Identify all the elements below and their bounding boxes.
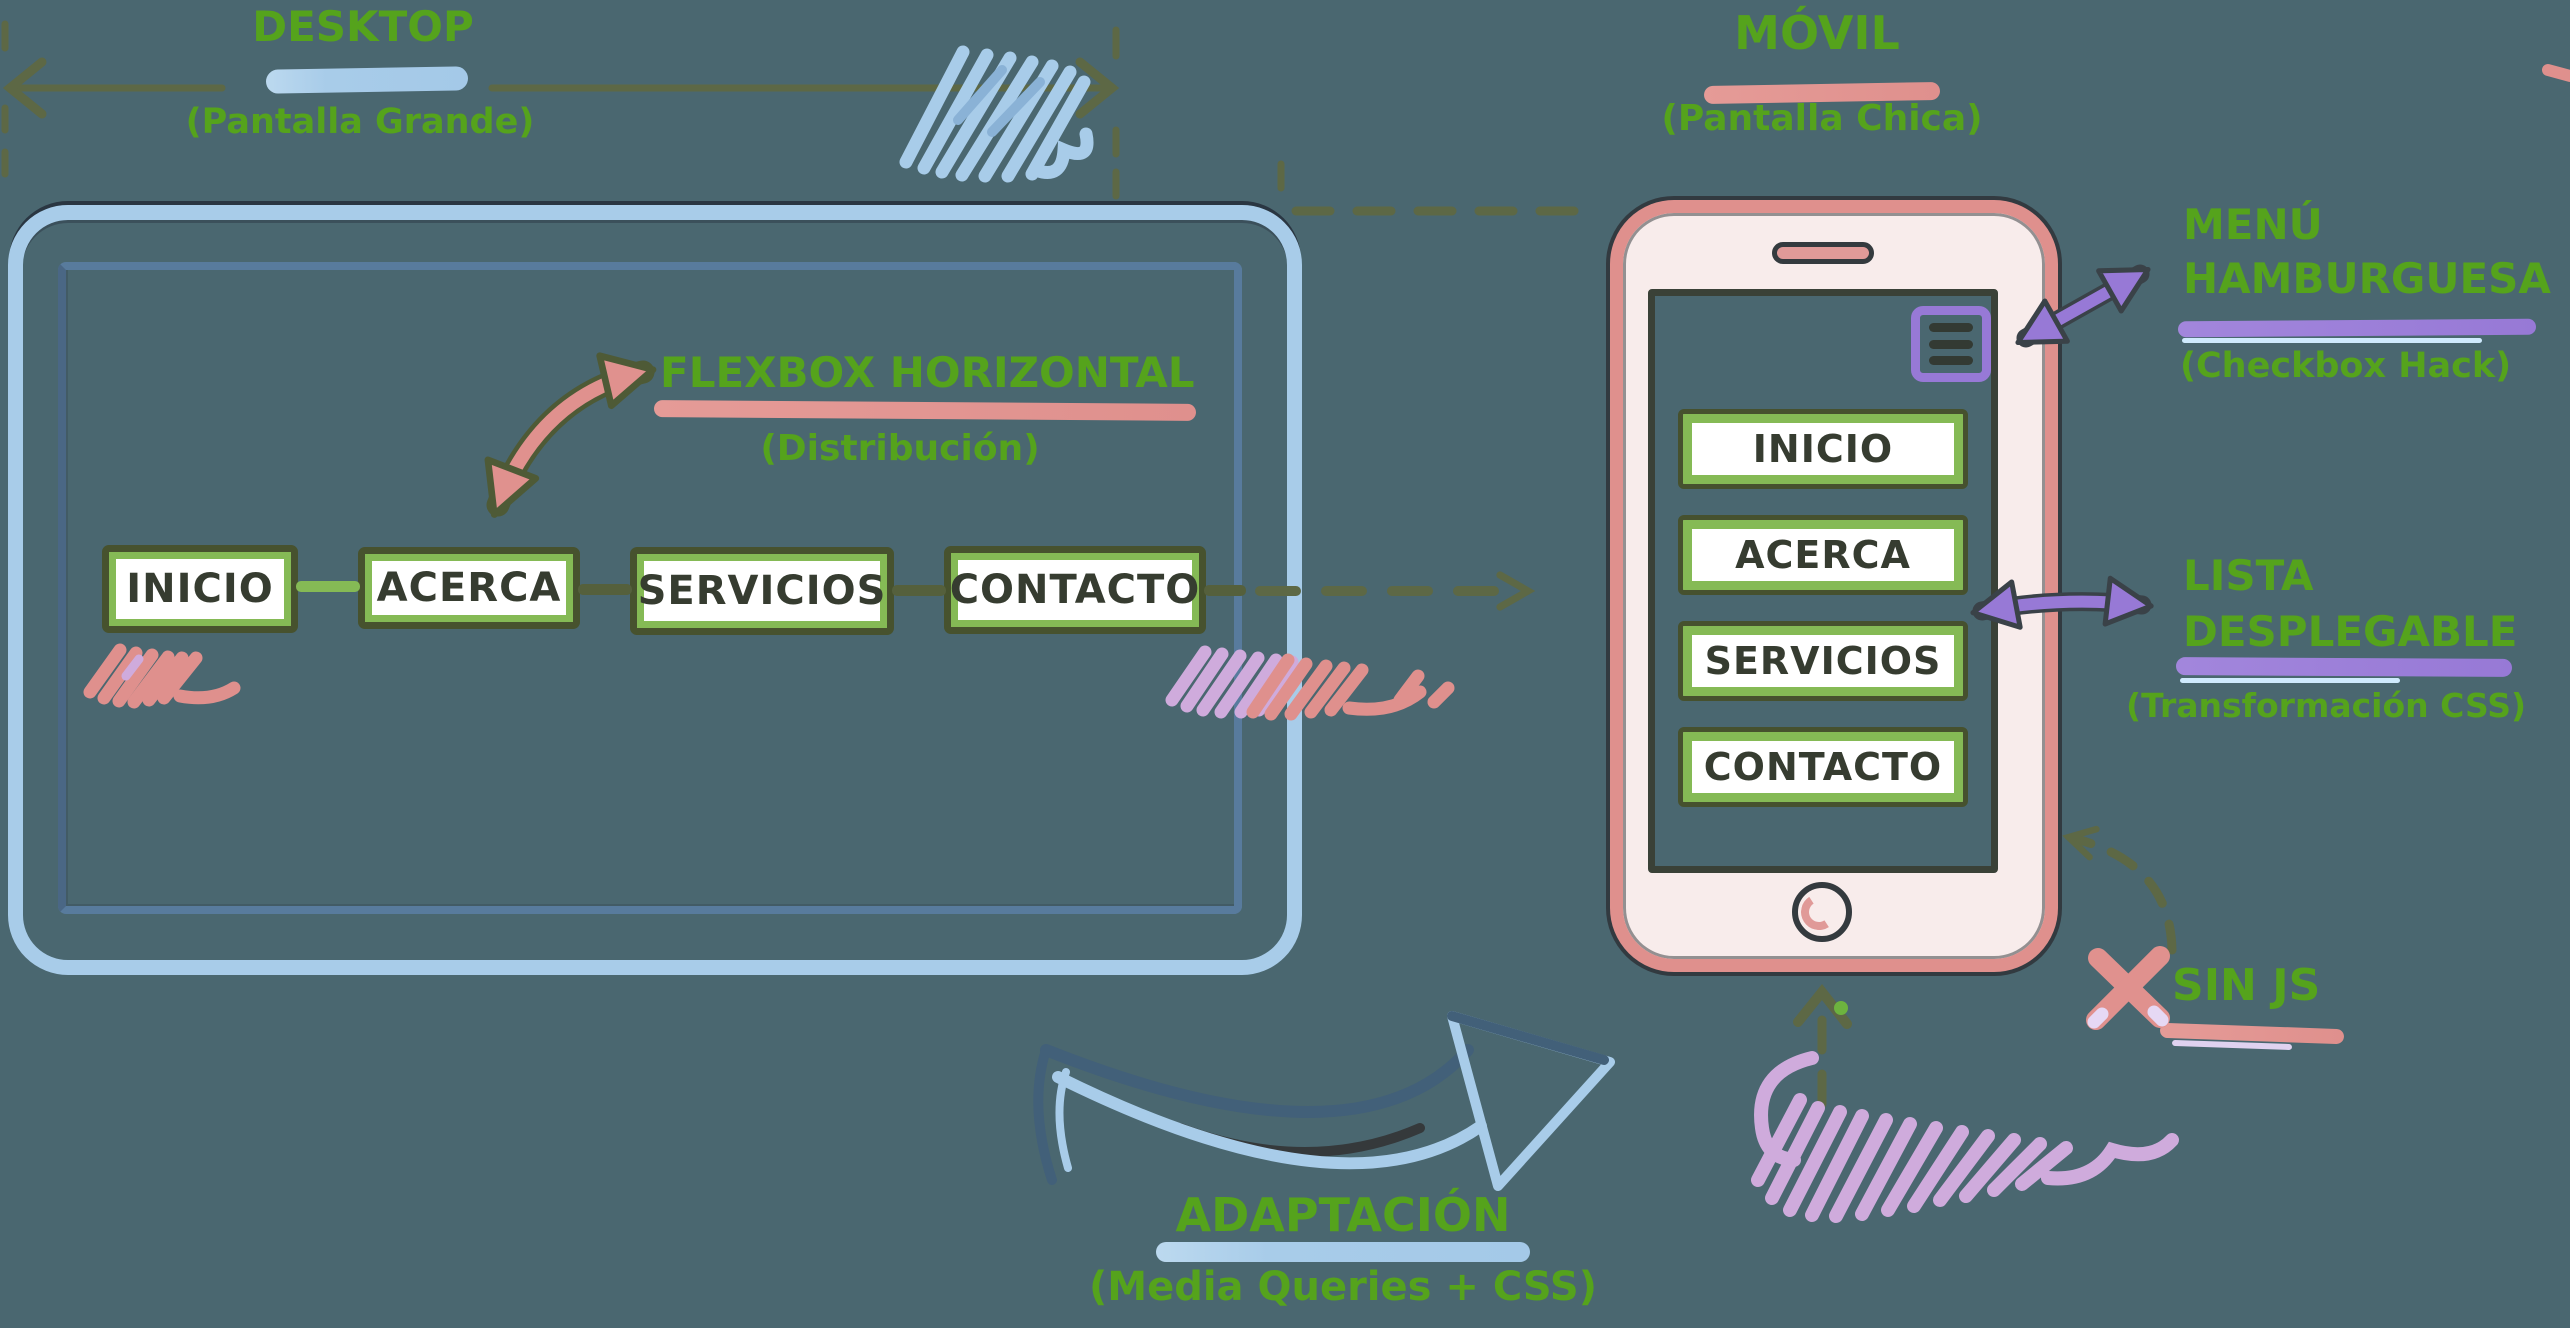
dropdown-label-subtitle: (Transformación CSS) (2126, 686, 2527, 725)
hamburger-label-line2: HAMBURGUESA (2183, 254, 2551, 303)
hamburger-bar (1929, 356, 1973, 366)
dropdown-label-underline2 (2180, 678, 2400, 683)
no-js-label: SIN JS (2172, 960, 2321, 1011)
no-js-dashed-arrow (2062, 825, 2177, 955)
adaptation-title: ADAPTACIÓN (1175, 1188, 1511, 1242)
adaptation-underline (1156, 1242, 1530, 1262)
hamburger-label-line1: MENÚ (2183, 200, 2323, 249)
desktop-to-mobile-connectors (1255, 206, 1597, 611)
mobile-nav-contacto-label: CONTACTO (1703, 745, 1943, 789)
desktop-nav-contacto[interactable]: CONTACTO (944, 546, 1206, 634)
home-button[interactable] (1792, 882, 1852, 942)
mobile-nav-acerca-label: ACERCA (1735, 533, 1911, 577)
mobile-nav-inicio[interactable]: INICIO (1678, 409, 1968, 489)
adaptation-subtitle: (Media Queries + CSS) (1088, 1264, 1598, 1310)
hamburger-label: MENÚ HAMBURGUESA (2183, 198, 2551, 306)
nav-connector-1 (296, 581, 360, 592)
desktop-nav-inicio[interactable]: INICIO (102, 545, 298, 633)
dropdown-label-line1: LISTA (2183, 551, 2314, 600)
nav-connector-2 (578, 584, 632, 595)
desktop-title: DESKTOP (252, 2, 474, 51)
mobile-subtitle: (Pantalla Chica) (1661, 98, 1983, 139)
nav-connector-3 (892, 585, 946, 596)
x-icon (2086, 946, 2170, 1030)
mobile-title: MÓVIL (1734, 6, 1900, 60)
dropdown-label-line2: DESPLEGABLE (2183, 607, 2518, 656)
mobile-nav-servicios-label: SERVICIOS (1704, 639, 1942, 683)
desktop-nav-acerca[interactable]: ACERCA (358, 547, 580, 629)
desktop-nav-inicio-label: INICIO (126, 566, 274, 612)
desktop-nav-contacto-label: CONTACTO (949, 567, 1201, 613)
mobile-nav-inicio-label: INICIO (1752, 427, 1894, 471)
desktop-nav-servicios[interactable]: SERVICIOS (630, 547, 894, 635)
flexbox-subtitle: (Distribución) (760, 428, 1040, 469)
mobile-nav-contacto[interactable]: CONTACTO (1678, 727, 1968, 807)
nav-connector-4 (1204, 585, 1246, 596)
hamburger-label-underline (2177, 318, 2537, 338)
hamburger-bar (1929, 322, 1973, 332)
hamburger-bar (1929, 339, 1973, 349)
lavender-scribble (1751, 1051, 2179, 1223)
mobile-up-arrow (1793, 983, 1852, 1109)
desktop-nav-acerca-label: ACERCA (376, 565, 562, 611)
phone-speaker-icon (1772, 242, 1874, 264)
pink-edge-dash (2542, 64, 2570, 82)
dropdown-label-underline (2175, 657, 2513, 677)
blue-scribble (899, 45, 1094, 183)
hamburger-label-underline2 (2182, 338, 2482, 343)
desktop-subtitle: (Pantalla Grande) (185, 102, 535, 142)
desktop-frame (8, 205, 1302, 975)
hamburger-label-subtitle: (Checkbox Hack) (2180, 346, 2512, 386)
home-button-highlight (1797, 890, 1841, 934)
desktop-title-underline (265, 66, 469, 94)
mobile-nav-acerca[interactable]: ACERCA (1678, 515, 1968, 595)
adaptation-arrow (1033, 1011, 1615, 1191)
hamburger-menu-icon[interactable] (1911, 306, 1991, 382)
dropdown-label: LISTA DESPLEGABLE (2183, 548, 2517, 660)
flexbox-title: FLEXBOX HORIZONTAL (660, 348, 1195, 397)
mobile-nav-servicios[interactable]: SERVICIOS (1678, 621, 1968, 701)
desktop-nav-servicios-label: SERVICIOS (637, 568, 887, 614)
